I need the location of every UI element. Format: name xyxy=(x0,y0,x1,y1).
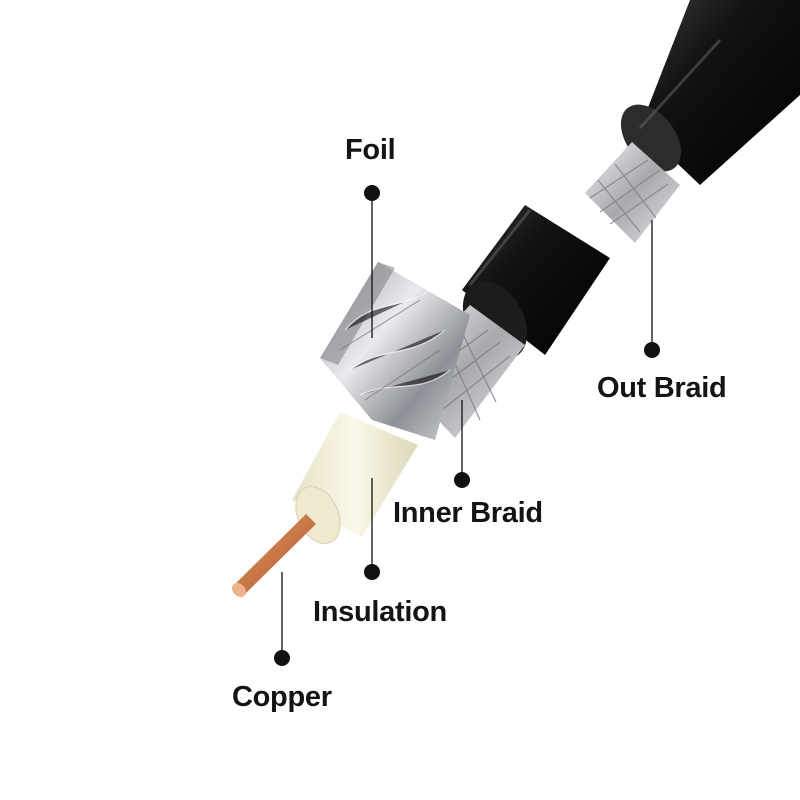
label-out-braid: Out Braid xyxy=(597,372,727,404)
leader-insulation xyxy=(364,478,380,580)
leader-foil xyxy=(364,185,380,338)
foil-layer xyxy=(320,262,470,440)
leader-inner-braid xyxy=(454,400,470,488)
label-insulation: Insulation xyxy=(313,596,447,628)
outer-braid xyxy=(585,142,680,243)
copper-conductor xyxy=(231,514,316,598)
label-copper: Copper xyxy=(232,681,332,713)
leader-out-braid xyxy=(644,220,660,358)
label-foil: Foil xyxy=(345,134,396,166)
label-inner-braid: Inner Braid xyxy=(393,497,543,529)
leader-copper xyxy=(274,572,290,666)
